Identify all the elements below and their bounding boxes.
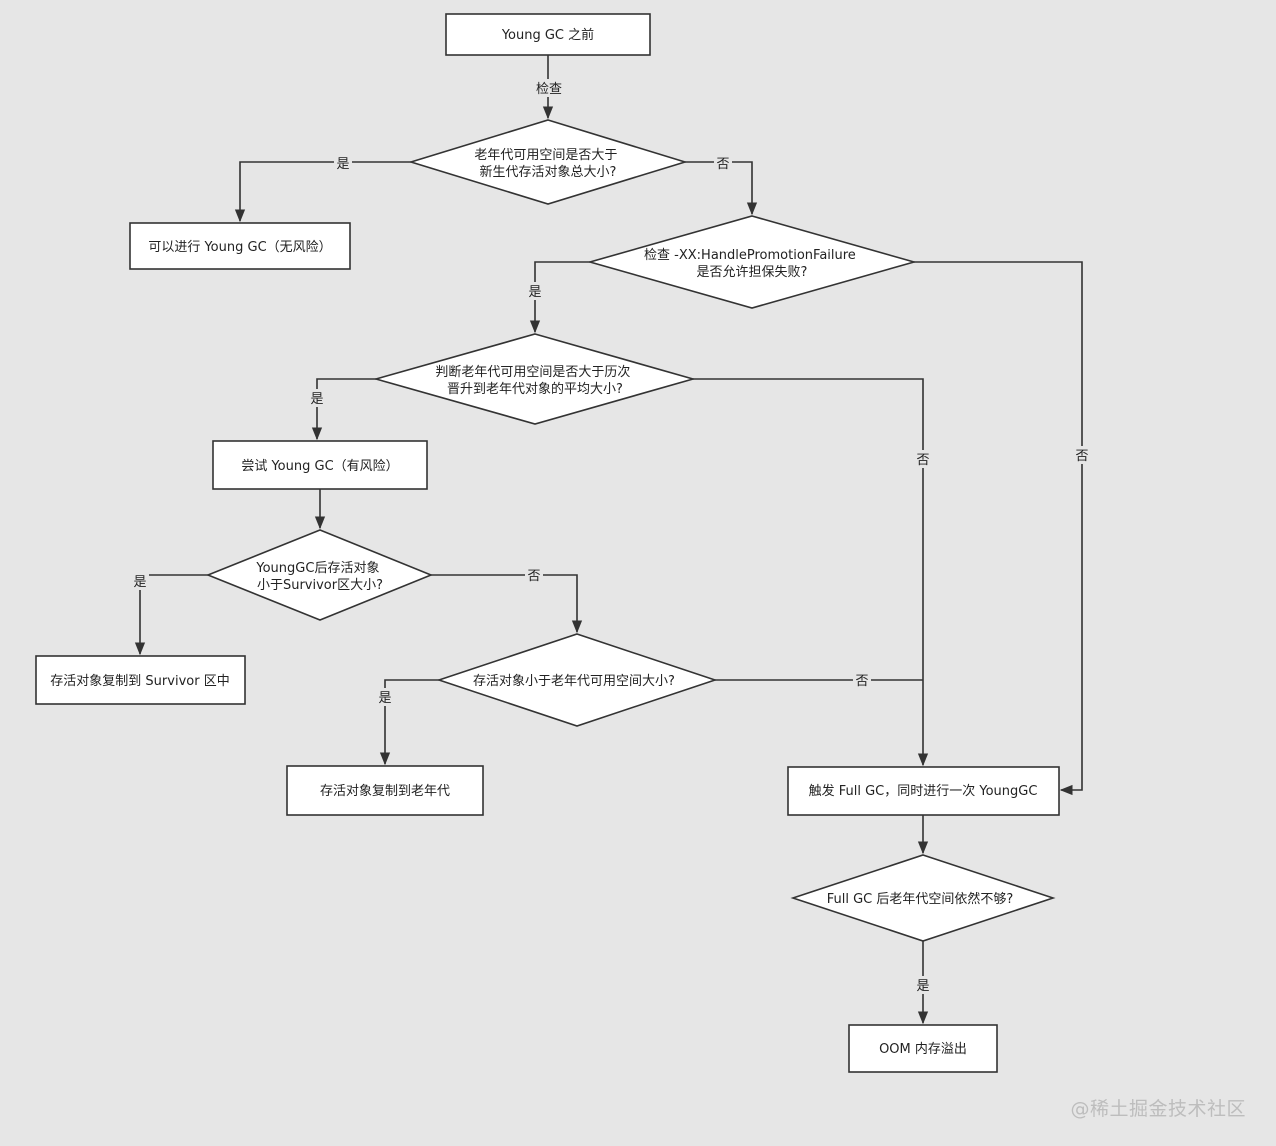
svg-text:YoungGC后存活对象 小于Survivo: YoungGC后存活对象 小于Survivor区大小? bbox=[255, 561, 383, 593]
edge-label-d2-no: 否 bbox=[1073, 446, 1091, 464]
decision-old-space-fit[interactable]: 存活对象小于老年代可用空间大小? bbox=[436, 633, 718, 727]
edge-label-d4-yes: 是 bbox=[131, 572, 149, 590]
edge-d1-d2 bbox=[685, 161, 758, 216]
svg-text:存活对象小于老年代可用空间大小?: 存活对象小于老年代可用空间大小? bbox=[473, 674, 675, 689]
edge-d3-try bbox=[311, 378, 376, 441]
edge-label-d2-yes: 是 bbox=[526, 282, 544, 300]
edge-labels: 检查 是 否 是 否 是 否 是 bbox=[131, 79, 1091, 994]
decision-handle-promotion-failure[interactable]: 检查 -XX:HandlePromotionFailure 是否允许担保失败? bbox=[587, 215, 917, 309]
svg-text:否: 否 bbox=[716, 157, 729, 172]
nodes: Young GC 之前 老年代可用空间是否大于 新生代存活对象总大小? 可以进行… bbox=[35, 13, 1060, 1073]
svg-text:是: 是 bbox=[133, 575, 146, 590]
decision-survivor-fit[interactable]: YoungGC后存活对象 小于Survivor区大小? bbox=[205, 529, 434, 621]
node-oom[interactable]: OOM 内存溢出 bbox=[848, 1024, 998, 1073]
svg-text:可以进行 Young GC（无风险）: 可以进行 Young GC（无风险） bbox=[148, 240, 331, 255]
svg-text:存活对象复制到 Survivor 区中: 存活对象复制到 Survivor 区中 bbox=[50, 674, 229, 689]
svg-text:触发 Full GC，同时进行一次 YoungGC: 触发 Full GC，同时进行一次 YoungGC bbox=[809, 783, 1038, 799]
decision-old-space-vs-young-total[interactable]: 老年代可用空间是否大于 新生代存活对象总大小? bbox=[408, 119, 688, 205]
svg-text:老年代可用空间是否大于 新生代存活对象总大小: 老年代可用空间是否大于 新生代存活对象总大小? bbox=[474, 148, 621, 180]
node-safe-young-gc[interactable]: 可以进行 Young GC（无风险） bbox=[129, 222, 351, 270]
edge-d2-d3 bbox=[529, 261, 590, 334]
svg-text:OOM 内存溢出: OOM 内存溢出 bbox=[879, 1041, 967, 1057]
edge-label-d3-no: 否 bbox=[914, 450, 932, 468]
edge-label-check: 检查 bbox=[534, 79, 564, 97]
node-trigger-full-gc[interactable]: 触发 Full GC，同时进行一次 YoungGC bbox=[787, 766, 1060, 816]
edge-label-d3-yes: 是 bbox=[308, 389, 326, 407]
edge-d1-safe bbox=[234, 161, 411, 223]
svg-text:否: 否 bbox=[1075, 449, 1088, 464]
edge-label-d4-no: 否 bbox=[525, 566, 543, 584]
svg-text:是: 是 bbox=[378, 691, 391, 706]
svg-text:检查 -XX:HandlePromotionFailure: 检查 -XX:HandlePromotionFailure 是否允许担保失败? bbox=[644, 248, 860, 280]
edge-d5-old bbox=[379, 679, 439, 766]
svg-text:是: 是 bbox=[916, 979, 929, 994]
svg-text:检查: 检查 bbox=[536, 82, 562, 97]
decision-old-space-vs-avg-promotion[interactable]: 判断老年代可用空间是否大于历次 晋升到老年代对象的平均大小? bbox=[373, 333, 696, 425]
svg-text:存活对象复制到老年代: 存活对象复制到老年代 bbox=[320, 784, 450, 799]
decision-full-gc-still-insufficient[interactable]: Full GC 后老年代空间依然不够? bbox=[790, 854, 1056, 942]
svg-text:否: 否 bbox=[855, 674, 868, 689]
edge-label-d5-no: 否 bbox=[853, 671, 871, 689]
svg-text:否: 否 bbox=[916, 453, 929, 468]
svg-text:是: 是 bbox=[336, 157, 349, 172]
svg-text:否: 否 bbox=[527, 569, 540, 584]
node-start[interactable]: Young GC 之前 bbox=[445, 13, 651, 56]
svg-text:是: 是 bbox=[528, 285, 541, 300]
svg-text:Full GC 后老年代空间依然不够?: Full GC 后老年代空间依然不够? bbox=[827, 891, 1014, 907]
watermark: @稀土掘金技术社区 bbox=[1070, 1098, 1246, 1120]
node-copy-to-old[interactable]: 存活对象复制到老年代 bbox=[286, 765, 484, 816]
edge-label-d6-yes: 是 bbox=[914, 976, 932, 994]
svg-text:Young GC 之前: Young GC 之前 bbox=[501, 27, 594, 43]
edge-label-d5-yes: 是 bbox=[376, 688, 394, 706]
edge-d3-full bbox=[693, 378, 929, 767]
edge-label-d1-yes: 是 bbox=[334, 154, 352, 172]
edge-d4-survivor bbox=[134, 574, 208, 656]
svg-text:是: 是 bbox=[310, 392, 323, 407]
svg-text:判断老年代可用空间是否大于历次 晋升到老年代: 判断老年代可用空间是否大于历次 晋升到老年代对象的平均大小? bbox=[435, 364, 634, 397]
edge-d2-full bbox=[914, 261, 1083, 796]
edge-d4-d5 bbox=[431, 574, 583, 634]
node-copy-to-survivor[interactable]: 存活对象复制到 Survivor 区中 bbox=[35, 655, 246, 705]
svg-text:尝试 Young GC（有风险）: 尝试 Young GC（有风险） bbox=[241, 459, 398, 474]
edge-label-d1-no: 否 bbox=[714, 154, 732, 172]
node-try-young-gc[interactable]: 尝试 Young GC（有风险） bbox=[212, 440, 428, 490]
